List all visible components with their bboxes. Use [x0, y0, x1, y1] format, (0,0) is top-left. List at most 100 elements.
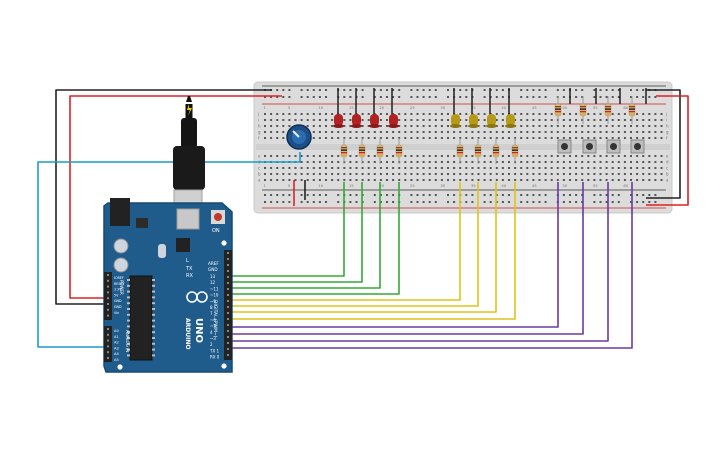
rail-hole — [636, 201, 639, 203]
push-button-2[interactable] — [582, 139, 597, 154]
breadboard-hole — [483, 119, 486, 121]
breadboard-hole — [367, 137, 370, 139]
breadboard-hole — [532, 161, 535, 163]
reset-button[interactable] — [214, 213, 222, 221]
led-red-2[interactable] — [351, 114, 362, 128]
button-resistor-4[interactable] — [628, 96, 636, 124]
led-yellow-2[interactable] — [468, 114, 479, 128]
button-resistor-3[interactable] — [604, 96, 612, 124]
rail-hole — [337, 201, 340, 203]
arduino-uno[interactable]: TX RX L ON ARDUINO UNO DIGITAL (PWM~) PO… — [103, 198, 233, 373]
rail-hole — [306, 194, 309, 196]
rail-hole — [282, 194, 285, 196]
breadboard-hole — [642, 179, 645, 181]
column-number: 5 — [288, 183, 291, 188]
breadboard-hole — [623, 131, 626, 133]
led-resistor-7[interactable] — [492, 138, 500, 164]
breadboard-hole — [312, 179, 315, 181]
column-number: 50 — [562, 105, 567, 110]
breadboard-hole — [508, 179, 510, 181]
led-resistor-1[interactable] — [340, 138, 348, 164]
rail-hole — [489, 194, 492, 196]
breadboard-hole — [654, 131, 657, 133]
breadboard-hole — [617, 161, 620, 163]
led-red-1[interactable] — [333, 114, 344, 128]
led-resistor-5[interactable] — [456, 138, 464, 164]
led-resistor-4[interactable] — [395, 138, 403, 164]
push-button-4[interactable] — [630, 139, 645, 154]
breadboard-hole — [501, 155, 504, 157]
l-led-label: L — [186, 258, 189, 264]
rail-hole — [611, 194, 614, 196]
led-yellow-4[interactable] — [505, 114, 516, 128]
led-yellow-1[interactable] — [450, 114, 461, 128]
rail-hole — [562, 194, 565, 196]
led-resistor-2[interactable] — [358, 138, 366, 164]
rail-hole — [434, 201, 437, 203]
breadboard-hole — [471, 173, 474, 175]
breadboard-hole — [440, 173, 443, 175]
led-resistor-6[interactable] — [474, 138, 482, 164]
push-button-3[interactable] — [606, 139, 621, 154]
button-resistor-2[interactable] — [579, 96, 587, 124]
digital-pin-label: 7 — [210, 311, 213, 316]
breadboard-hole — [306, 119, 309, 121]
breadboard-hole — [489, 179, 492, 181]
breadboard-hole — [398, 167, 401, 169]
breadboard-hole — [532, 125, 535, 127]
breadboard-hole — [276, 125, 279, 127]
breadboard-hole — [422, 113, 425, 115]
led-resistor-3[interactable] — [376, 138, 384, 164]
rail-hole — [270, 201, 273, 203]
rail-hole — [636, 89, 639, 91]
led-red-3[interactable] — [369, 114, 380, 128]
breadboard-hole — [318, 167, 321, 169]
breadboard-hole — [508, 161, 510, 163]
breadboard-hole — [532, 179, 535, 181]
breadboard-hole — [294, 119, 297, 121]
yellow-leds — [450, 114, 516, 128]
breadboard-hole — [556, 173, 559, 175]
column-number: 15 — [349, 183, 354, 188]
breadboard-hole — [581, 137, 584, 139]
rail-hole — [434, 96, 437, 98]
rail-hole — [569, 201, 571, 203]
breadboard-hole — [264, 179, 266, 181]
breadboard-hole — [355, 161, 358, 163]
breadboard-hole — [404, 173, 407, 175]
row-letter: e — [258, 154, 261, 159]
breadboard-hole — [367, 119, 370, 121]
rail-hole — [428, 201, 431, 203]
breadboard-hole — [440, 137, 443, 139]
button-resistor-1[interactable] — [554, 96, 562, 124]
breadboard-hole — [325, 131, 327, 133]
breadboard-hole — [471, 161, 474, 163]
breadboard-hole — [288, 125, 291, 127]
led-red-4[interactable] — [388, 114, 399, 128]
breadboard-hole — [349, 113, 352, 115]
breadboard-hole — [569, 173, 571, 175]
led-resistor-8[interactable] — [511, 138, 519, 164]
breadboard-hole — [453, 155, 456, 157]
rail-hole — [398, 89, 401, 91]
breadboard-hole — [361, 119, 364, 121]
breadboard-hole — [453, 131, 456, 133]
push-button-1[interactable] — [557, 139, 572, 154]
column-number: 40 — [501, 105, 506, 110]
breadboard-hole — [526, 161, 529, 163]
breadboard-hole — [630, 155, 632, 157]
breadboard-hole — [282, 155, 285, 157]
row-letter: c — [258, 166, 260, 171]
breadboard-hole — [477, 131, 480, 133]
breadboard-hole — [575, 173, 578, 175]
led-yellow-3[interactable] — [486, 114, 497, 128]
breadboard-hole — [282, 119, 285, 121]
potentiometer[interactable] — [286, 124, 312, 150]
rail-hole — [459, 96, 462, 98]
rail-hole — [495, 89, 498, 91]
breadboard-hole — [611, 167, 614, 169]
red-leds — [333, 114, 399, 128]
breadboard-hole — [642, 173, 645, 175]
breadboard-hole — [617, 173, 620, 175]
wire-yellow-2 — [232, 182, 479, 307]
